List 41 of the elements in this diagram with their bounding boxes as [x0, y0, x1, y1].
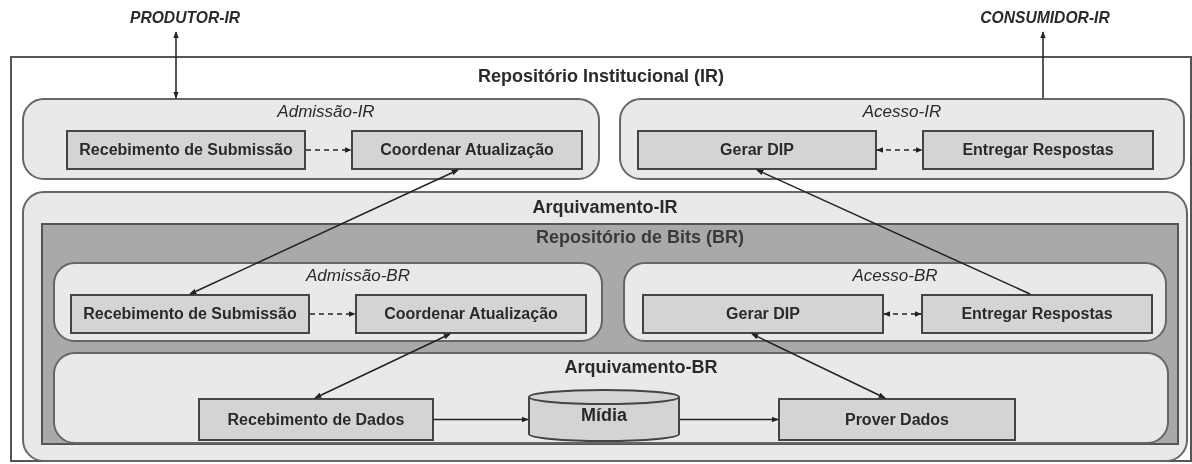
process-box: Entregar Respostas: [922, 130, 1154, 170]
group-title: Admissão-IR: [277, 102, 375, 122]
function-group-box: [22, 98, 600, 180]
function-group-box: [53, 352, 1169, 444]
arrow: [314, 333, 451, 399]
group-title: Arquivamento-BR: [564, 357, 718, 378]
actor-label: PRODUTOR-IR: [125, 4, 245, 32]
group-title: Arquivamento-IR: [532, 197, 678, 218]
arrow: [309, 311, 356, 317]
process-box: Coordenar Atualização: [355, 294, 587, 334]
process-box: Entregar Respostas: [921, 294, 1153, 334]
process-box: Gerar DIP: [637, 130, 877, 170]
process-box: Prover Dados: [778, 398, 1016, 441]
arrow: [679, 416, 779, 423]
actor-label: CONSUMIDOR-IR: [980, 4, 1110, 32]
arrow: [751, 333, 886, 399]
process-box: Coordenar Atualização: [351, 130, 583, 170]
arrow: [756, 169, 1031, 295]
group-title: Acesso-BR: [852, 266, 938, 286]
arrow: [433, 416, 529, 423]
group-title: Repositório Institucional (IR): [478, 66, 724, 87]
arrow: [1040, 31, 1046, 99]
arrow: [883, 311, 922, 317]
arrow: [876, 147, 923, 153]
storage-label: Mídia: [580, 405, 628, 426]
process-box: Gerar DIP: [642, 294, 884, 334]
function-group-box: [53, 262, 603, 342]
arrow: [305, 147, 352, 153]
function-group-box: [623, 262, 1167, 342]
group-title: Acesso-IR: [862, 102, 942, 122]
function-group-box: [619, 98, 1185, 180]
process-box: Recebimento de Dados: [198, 398, 434, 441]
arrow: [173, 31, 179, 99]
process-box: Recebimento de Submissão: [66, 130, 306, 170]
arrow: [189, 169, 459, 295]
subsystem-box: [41, 223, 1179, 445]
function-group-box: [22, 191, 1188, 462]
group-title: Admissão-BR: [306, 266, 410, 286]
system-boundary-box: [10, 56, 1192, 462]
process-box: Recebimento de Submissão: [70, 294, 310, 334]
group-title: Repositório de Bits (BR): [536, 227, 744, 248]
